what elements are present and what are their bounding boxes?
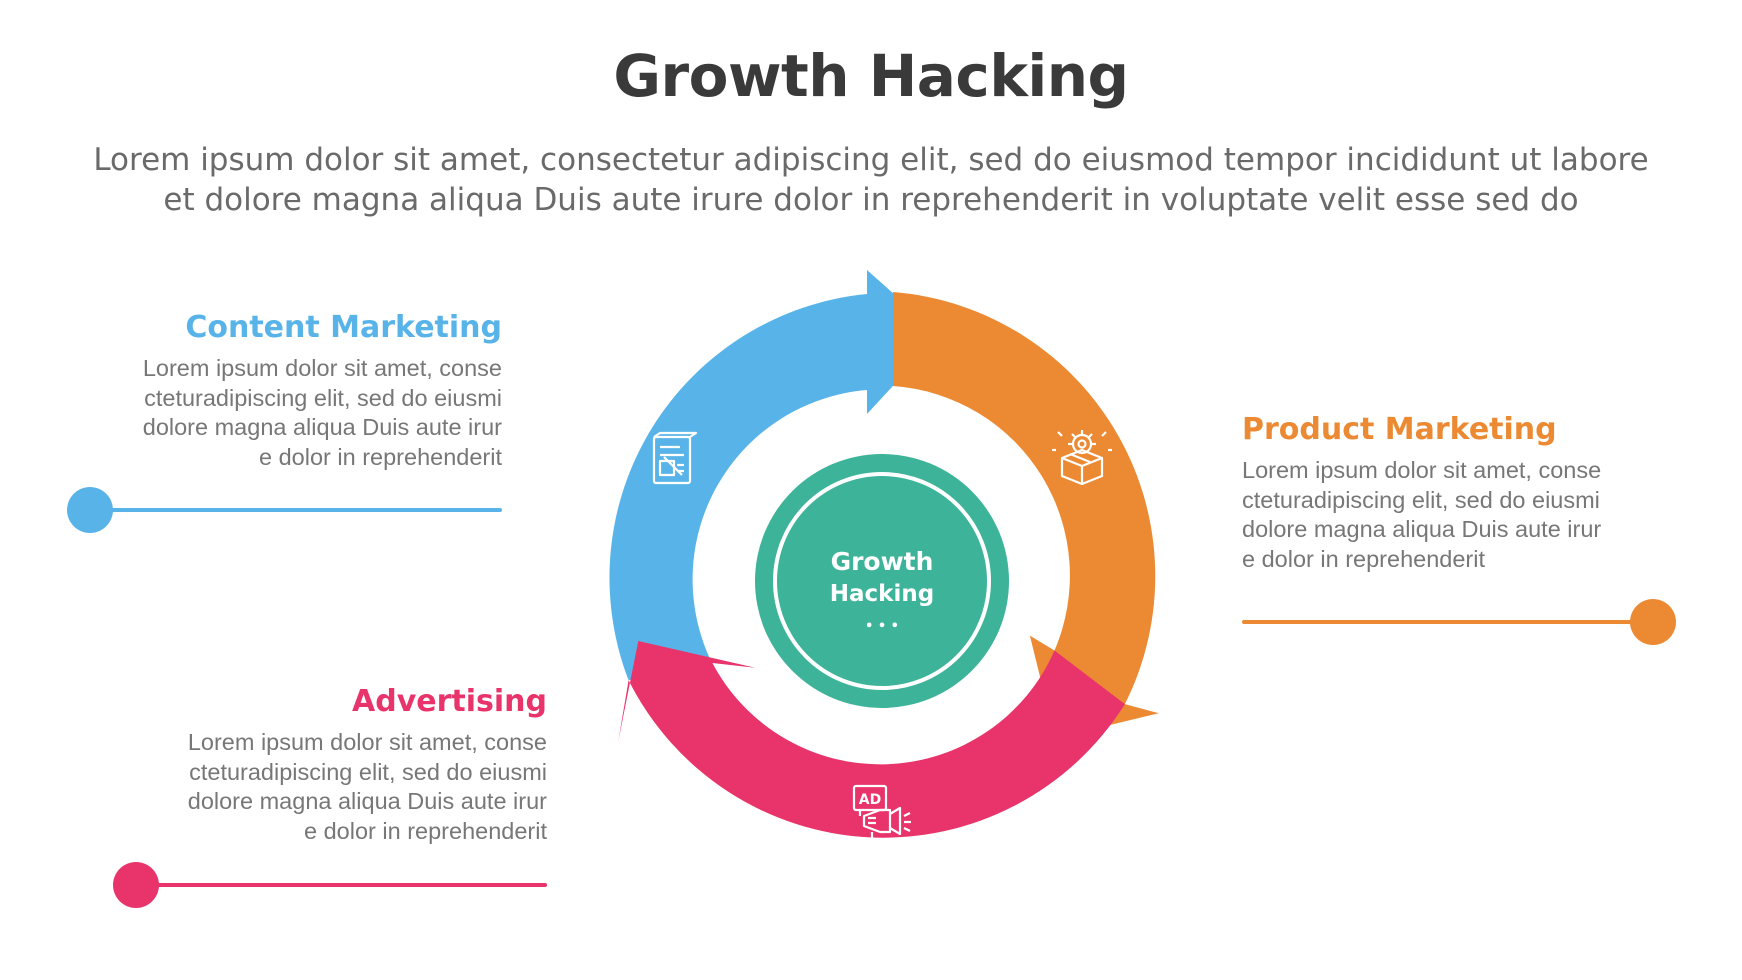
center-dots: • • • [865, 619, 899, 634]
product-marketing-body-line-4: e dolor in reprehenderit [1242, 545, 1485, 572]
advertising-body-line-2: cteturadipiscing elit, sed do eiusmi [189, 758, 547, 785]
product-marketing-body-line-3: dolore magna aliqua Duis aute irur [1242, 516, 1602, 542]
content-marketing-body-line-4: e dolor in reprehenderit [259, 443, 502, 470]
content-marketing-body: Lorem ipsum dolor sit amet, conse ctetur… [130, 354, 502, 472]
center-title-line-1: Growth [831, 547, 934, 576]
blueprint-icon [652, 431, 698, 485]
advertising-section: Advertising Lorem ipsum dolor sit amet, … [160, 682, 547, 846]
product-marketing-body-line-2: cteturadipiscing elit, sed do eiusmi [1242, 486, 1600, 513]
center-title-line-2: Hacking [830, 581, 934, 607]
page-title: Growth Hacking [613, 42, 1129, 110]
subtitle-line-2: et dolore magna aliqua Duis aute irure d… [163, 182, 1579, 218]
advertising-body: Lorem ipsum dolor sit amet, conse ctetur… [160, 728, 547, 846]
product-marketing-arrow [893, 292, 1159, 739]
content-marketing-body-line-2: cteturadipiscing elit, sed do eiusmi [144, 384, 502, 411]
advertising-title: Advertising [352, 684, 547, 719]
product-marketing-connector-dot [1630, 599, 1676, 645]
product-marketing-title: Product Marketing [1242, 412, 1557, 447]
advertising-body-line-1: Lorem ipsum dolor sit amet, conse [187, 729, 547, 755]
advertising-body-line-4: e dolor in reprehenderit [304, 817, 547, 844]
content-marketing-connector-dot [67, 487, 113, 533]
ad-icon-label: AD [859, 792, 881, 808]
advertising-arrow [618, 641, 1125, 838]
content-marketing-title: Content Marketing [185, 310, 502, 345]
center-circle [755, 454, 1009, 708]
product-marketing-connector-line [1242, 620, 1652, 624]
content-marketing-connector-line [90, 508, 502, 512]
center-circle-ring [773, 472, 991, 690]
product-marketing-body-line-1: Lorem ipsum dolor sit amet, conse [1242, 457, 1602, 483]
product-marketing-section: Product Marketing Lorem ipsum dolor sit … [1242, 410, 1622, 574]
advertising-connector-dot [113, 862, 159, 908]
product-marketing-body: Lorem ipsum dolor sit amet, conse ctetur… [1242, 456, 1622, 574]
product-box-gear-icon [1052, 430, 1112, 486]
subtitle-line-1: Lorem ipsum dolor sit amet, consectetur … [93, 142, 1649, 178]
advertising-body-line-3: dolore magna aliqua Duis aute irur [187, 788, 547, 814]
content-marketing-arrow [609, 270, 940, 681]
content-marketing-body-line-1: Lorem ipsum dolor sit amet, conse [142, 355, 502, 381]
page-subtitle: Lorem ipsum dolor sit amet, consectetur … [60, 140, 1682, 220]
ad-megaphone-icon: AD [852, 784, 911, 842]
content-marketing-section: Content Marketing Lorem ipsum dolor sit … [130, 308, 502, 472]
advertising-connector-line [136, 883, 547, 887]
content-marketing-body-line-3: dolore magna aliqua Duis aute irur [142, 414, 502, 440]
